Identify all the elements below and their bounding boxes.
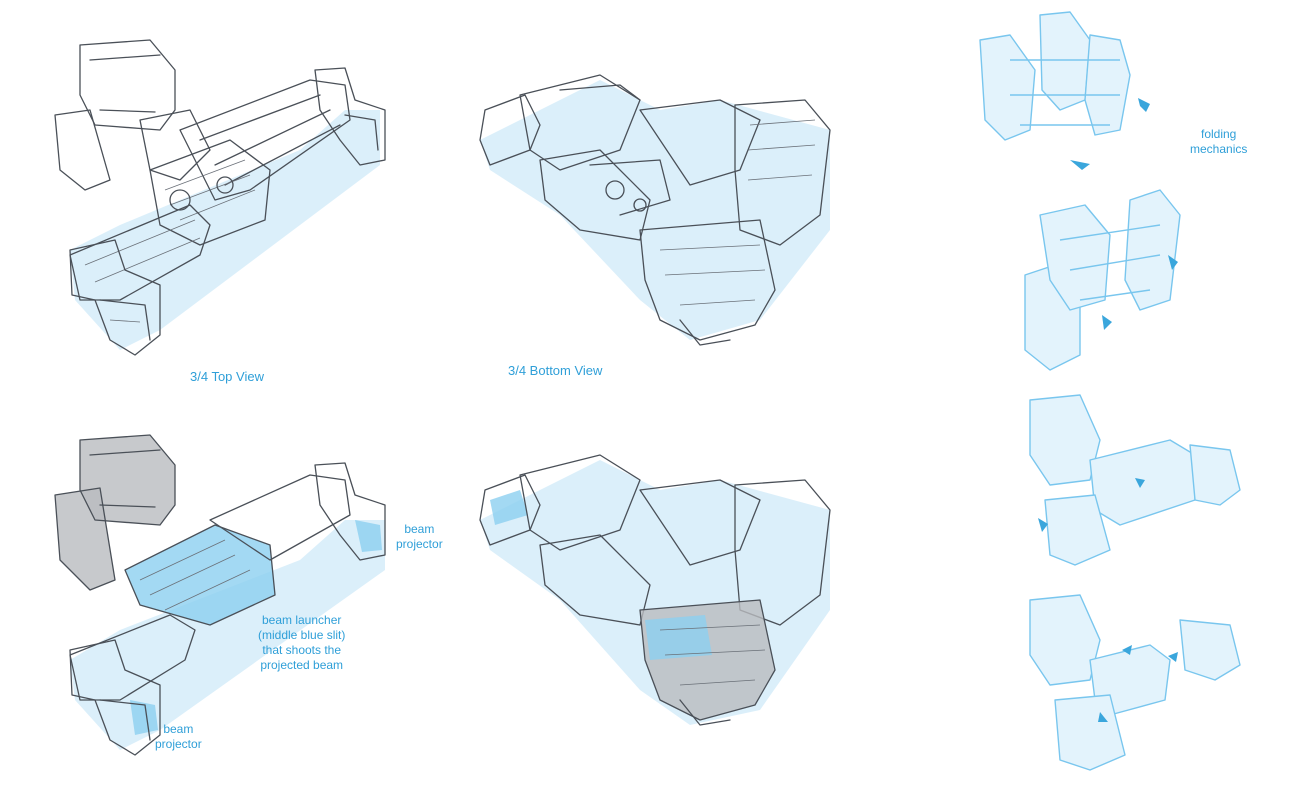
folding-step-2 [1024,189,1181,371]
beam-projector-bottom-label: beam projector [155,722,202,752]
sketch-top-view-annotated [54,434,386,756]
beam-projector-right-text: beam projector [396,522,443,551]
beam-launcher-label: beam launcher (middle blue slit) that sh… [258,613,345,673]
folding-sequence [979,11,1241,771]
folding-step-1 [979,11,1150,170]
folding-step-4 [1029,594,1241,771]
beam-launcher-text: beam launcher (middle blue slit) that sh… [258,613,346,672]
sketch-bottom-view-annotated [479,454,831,726]
top-view-caption: 3/4 Top View [190,369,264,384]
folding-mechanics-text: folding mechanics [1190,127,1248,156]
beam-projector-bottom-text: beam projector [155,722,202,751]
folding-mechanics-label: folding mechanics [1190,127,1247,157]
folding-step-3 [1029,394,1241,566]
bottom-view-caption: 3/4 Bottom View [508,363,603,378]
sketch-bottom-view [479,74,831,346]
beam-projector-right-label: beam projector [396,522,443,552]
sketch-top-view [54,39,386,356]
